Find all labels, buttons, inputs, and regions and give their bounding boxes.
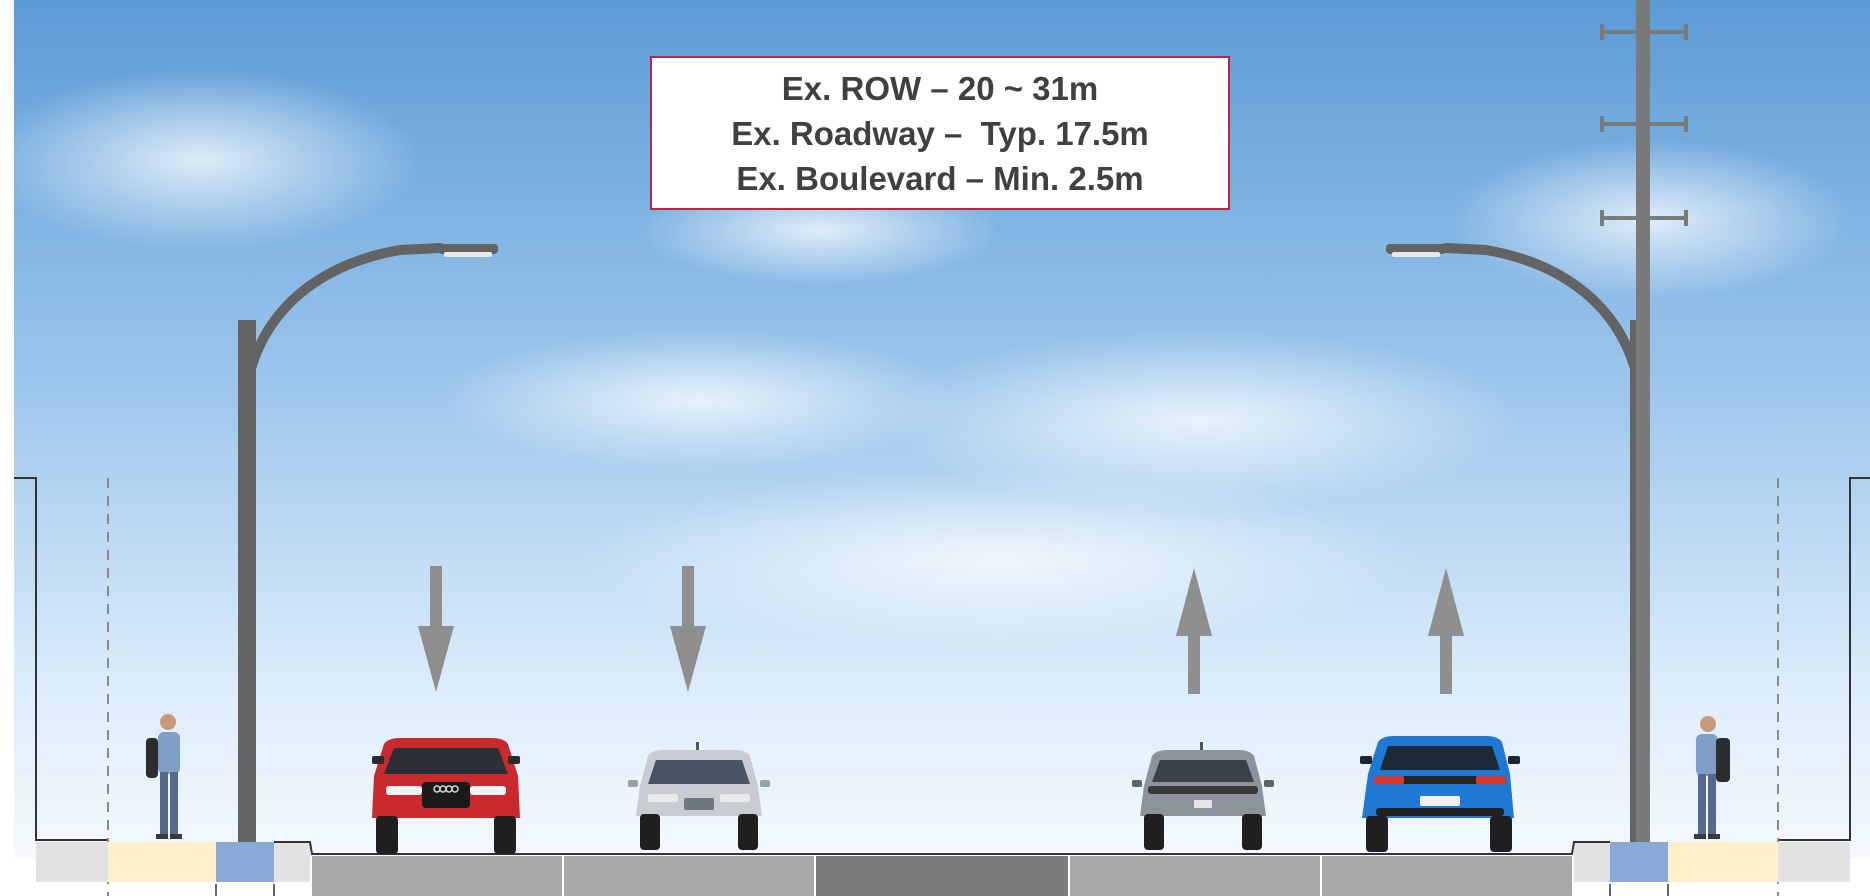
- utility-pole: [1600, 0, 1688, 842]
- right-frontage-strip: [1778, 842, 1850, 882]
- lane-2: [564, 856, 814, 896]
- right-curb: [1574, 842, 1610, 882]
- right-buffer: [1610, 842, 1668, 882]
- traffic-arrows: [418, 566, 1464, 694]
- right-sidewalk: [1668, 842, 1778, 882]
- callout-boulevard-width: Ex. Boulevard – Min. 2.5m: [736, 159, 1144, 197]
- median-lane: [816, 856, 1068, 896]
- car-red-suv: [372, 738, 520, 854]
- right-pedestrian: [1694, 716, 1730, 839]
- car-grey-hatchback: [1132, 742, 1274, 850]
- left-property-line: [14, 477, 108, 841]
- left-sidewalk: [108, 842, 216, 882]
- callout-roadway-width: Ex. Roadway – Typ. 17.5m: [731, 114, 1149, 152]
- lane-1: [312, 856, 562, 896]
- dimension-ticks: [215, 884, 1669, 896]
- left-buffer: [216, 842, 274, 882]
- right-property-line: [1778, 477, 1870, 841]
- lane-4: [1322, 856, 1572, 896]
- left-pedestrian: [146, 714, 182, 839]
- arrow-down-lane-1: [418, 566, 454, 692]
- car-blue-suv: [1360, 736, 1520, 852]
- lane-3: [1070, 856, 1320, 896]
- roadway-lanes: [312, 856, 1572, 896]
- left-curb: [274, 842, 310, 882]
- car-silver-sedan: [628, 742, 770, 850]
- arrow-down-lane-2: [670, 566, 706, 692]
- callout-row-width: Ex. ROW – 20 ~ 31m: [781, 69, 1099, 107]
- arrow-up-lane-4: [1428, 568, 1464, 694]
- arrow-up-lane-3: [1176, 568, 1212, 694]
- road-curb-outline: [274, 841, 1610, 855]
- left-frontage-strip: [36, 842, 108, 882]
- dimension-callout-box: Ex. ROW – 20 ~ 31m Ex. Roadway – Typ. 17…: [650, 56, 1230, 210]
- left-street-light: [238, 243, 498, 842]
